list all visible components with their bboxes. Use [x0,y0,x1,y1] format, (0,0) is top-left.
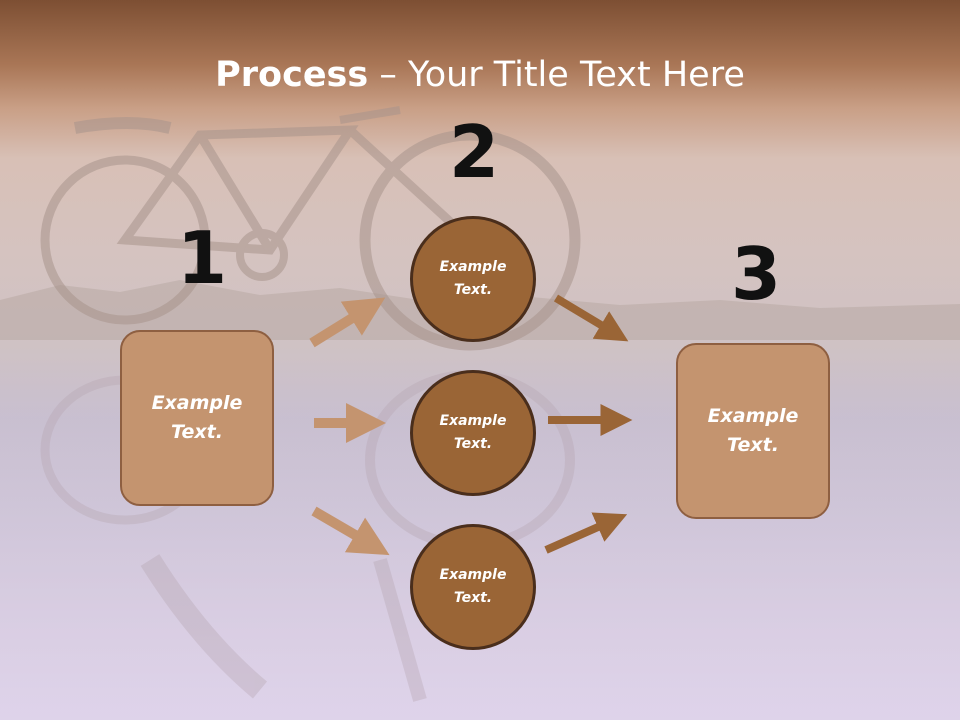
step-number-1: 1 [177,216,228,300]
step-1-text: Example Text. [151,392,243,443]
arrow-1-to-bottom [311,506,390,556]
title-bold: Process [215,55,369,95]
arrow-bottom-to-3 [544,512,628,554]
step-3-text: Example Text. [707,405,799,456]
arrow-top-to-3 [553,294,629,342]
step-2-circle-top: Example Text. [410,216,536,342]
title-rest: – Your Title Text Here [368,55,745,95]
arrow-1-to-top [309,297,386,348]
circle-top-text: Example Text. [439,259,507,298]
step-2-circle-middle: Example Text. [410,370,536,496]
circle-middle-text: Example Text. [439,413,507,452]
circle-bottom-text: Example Text. [439,567,507,606]
step-1-box: Example Text. [120,330,274,506]
step-3-box: Example Text. [676,343,830,519]
slide-title: Process – Your Title Text Here [0,52,960,98]
step-number-3: 3 [731,232,782,316]
step-2-circle-bottom: Example Text. [410,524,536,650]
step-number-2: 2 [449,110,500,194]
